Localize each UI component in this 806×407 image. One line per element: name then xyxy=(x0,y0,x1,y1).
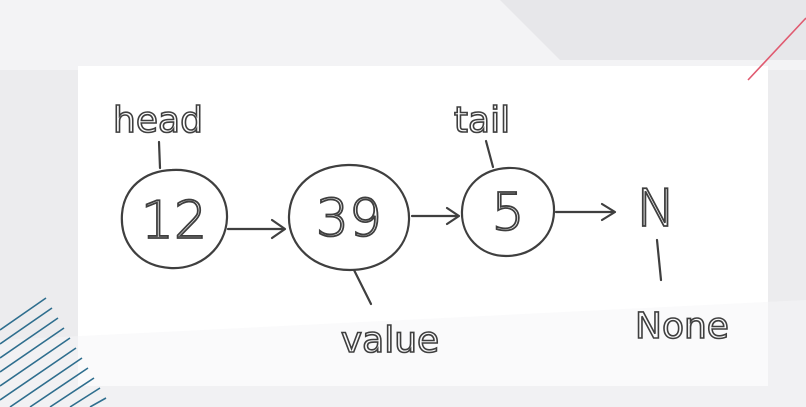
accent-stripes xyxy=(0,297,107,407)
head-pointer-line xyxy=(157,140,162,170)
node-1-value: 12 xyxy=(141,191,207,251)
arrow-1 xyxy=(226,218,287,240)
node-1: 12 xyxy=(120,168,229,270)
terminal-none-marker: N xyxy=(637,179,676,239)
node-2-value: 39 xyxy=(316,189,382,249)
value-pointer-line xyxy=(352,268,373,306)
node-3-value: 5 xyxy=(491,183,524,243)
node-1-circle xyxy=(120,168,229,270)
tail-pointer-line xyxy=(484,139,495,169)
arrow-2 xyxy=(410,206,461,226)
none-pointer-line xyxy=(655,238,663,282)
node-3: 5 xyxy=(460,166,556,258)
accent-line xyxy=(747,17,806,81)
value-label: value xyxy=(341,320,439,361)
bottom-facet xyxy=(0,300,806,407)
tail-label: tail xyxy=(454,100,510,141)
head-label: head xyxy=(113,100,203,141)
arrow-3 xyxy=(554,202,617,222)
node-2: 39 xyxy=(287,163,411,272)
node-3-circle xyxy=(460,166,556,258)
corner-facet xyxy=(500,0,806,60)
none-label: None xyxy=(635,306,729,347)
node-2-circle xyxy=(287,163,411,272)
